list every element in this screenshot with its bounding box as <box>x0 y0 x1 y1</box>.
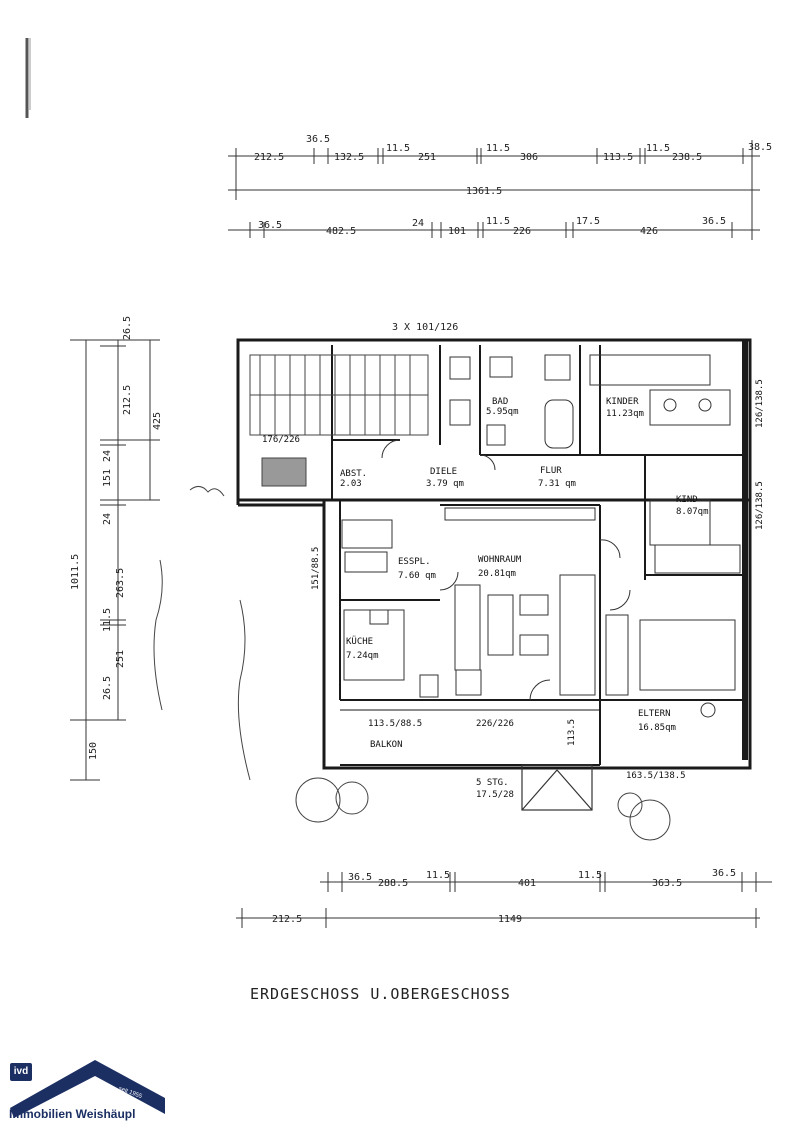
bottom-dim-r2-1: 212.5 <box>272 914 302 925</box>
left-dim-1: 26.5 <box>122 316 133 340</box>
top-dim-2: 36.5 <box>306 134 330 145</box>
entrance-steps <box>521 764 593 811</box>
drawing-title: ERDGESCHOSS U.OBERGESCHOSS <box>250 985 511 1003</box>
bottom-dim-r2-2: 1149 <box>498 914 522 925</box>
room-kueche-area: 7.24qm <box>346 651 379 661</box>
bottom-dim-4: 401 <box>518 878 536 889</box>
left-dim-8: 1011.5 <box>70 554 81 590</box>
top-dim-3: 132.5 <box>334 152 364 163</box>
living-furniture <box>341 507 596 698</box>
top-dim-10: 238.5 <box>672 152 702 163</box>
esspl-window-label: 151/88.5 <box>311 547 321 590</box>
company-name: Immobilien Weishäupl <box>9 1107 136 1121</box>
room-kind-name: KIND <box>676 495 698 505</box>
top-dim-r2-9: 36.5 <box>702 216 726 227</box>
left-dim-5: 151 <box>102 469 113 487</box>
left-dim-4: 24 <box>102 450 113 462</box>
left-dim-10: 251 <box>115 650 126 668</box>
room-esspl-area: 7.60 qm <box>398 571 436 581</box>
room-diele-name: DIELE <box>430 467 457 477</box>
eltern-window-label: 163.5/138.5 <box>626 771 686 781</box>
left-dim-9: 11.5 <box>102 608 113 632</box>
top-dim-r2-1: 36.5 <box>258 220 282 231</box>
left-dim-12: 150 <box>88 742 99 760</box>
stairs-label: 5 STG. <box>476 778 509 788</box>
room-esspl-name: ESSPL. <box>398 557 431 567</box>
top-dim-r2-4: 101 <box>448 226 466 237</box>
room-kind-area: 8.07qm <box>676 507 709 517</box>
left-dim-11: 26.5 <box>102 676 113 700</box>
top-dim-4: 11.5 <box>386 143 410 154</box>
left-dim-3: 425 <box>152 412 163 430</box>
room-kueche-name: KÜCHE <box>346 636 373 647</box>
room-bad-area: 5.95qm <box>486 407 519 417</box>
building-walls <box>236 338 752 770</box>
top-dim-7: 306 <box>520 152 538 163</box>
room-wohnraum-name: WOHNRAUM <box>478 555 522 565</box>
balkon-small-opening: 113.5 <box>567 719 577 746</box>
staircase <box>249 354 429 487</box>
bottom-dim-1: 36.5 <box>348 872 372 883</box>
top-dim-r2-8: 426 <box>640 226 658 237</box>
room-abst-area: 2.03 <box>340 479 362 489</box>
top-dim-1: 212.5 <box>254 152 284 163</box>
room-flur-area: 7.31 qm <box>538 479 576 489</box>
window-note: 3 X 101/126 <box>392 322 458 333</box>
top-dim-total: 1361.5 <box>466 186 502 197</box>
door-swings <box>381 439 631 701</box>
top-dim-r2-3: 24 <box>412 218 424 229</box>
balkon-left-opening: 113.5/88.5 <box>368 719 422 729</box>
top-dim-r2-5: 11.5 <box>486 216 510 227</box>
top-dim-r2-6: 226 <box>513 226 531 237</box>
ivd-badge: ivd <box>10 1063 32 1081</box>
top-dim-r2-7: 17.5 <box>576 216 600 227</box>
room-bad-name: BAD <box>492 397 508 407</box>
room-kinder-name: KINDER <box>606 397 639 407</box>
room-wohnraum-area: 20.81qm <box>478 569 516 579</box>
balkon-mid-opening: 226/226 <box>476 719 514 729</box>
top-dim-5: 251 <box>418 152 436 163</box>
left-dim-7: 263.5 <box>115 568 126 598</box>
stairs-dims: 17.5/28 <box>476 790 514 800</box>
bottom-dim-3: 11.5 <box>426 870 450 881</box>
room-balkon-name: BALKON <box>370 740 403 750</box>
right-top-window-label: 126/138.5 <box>755 379 765 428</box>
bathroom-fixtures <box>449 354 574 449</box>
bottom-dim-6: 363.5 <box>652 878 682 889</box>
logo-roof <box>10 1060 165 1118</box>
right-mid-window-label: 126/138.5 <box>755 481 765 530</box>
bottom-dim-7: 36.5 <box>712 868 736 879</box>
top-dim-11: 38.5 <box>748 142 772 153</box>
bottom-dimension-chain <box>236 872 772 928</box>
top-dim-8: 113.5 <box>603 152 633 163</box>
top-dimension-chain <box>228 140 760 240</box>
room-kinder-area: 11.23qm <box>606 409 644 419</box>
room-abst-name: ABST. <box>340 469 367 479</box>
left-dim-2: 212.5 <box>122 385 133 415</box>
bottom-dim-2: 288.5 <box>378 878 408 889</box>
top-dim-r2-2: 482.5 <box>326 226 356 237</box>
top-dim-9: 11.5 <box>646 143 670 154</box>
room-eltern-area: 16.85qm <box>638 723 676 733</box>
room-flur-name: FLUR <box>540 466 562 476</box>
top-dim-6: 11.5 <box>486 143 510 154</box>
garden-plants <box>153 486 671 841</box>
room-diele-area: 3.79 qm <box>426 479 464 489</box>
bedroom-furniture <box>589 354 741 718</box>
room-eltern-name: ELTERN <box>638 709 671 719</box>
stair-window-label: 176/226 <box>262 435 300 445</box>
left-dimension-chain <box>70 339 160 781</box>
left-dim-6: 24 <box>102 513 113 525</box>
bottom-dim-5: 11.5 <box>578 870 602 881</box>
